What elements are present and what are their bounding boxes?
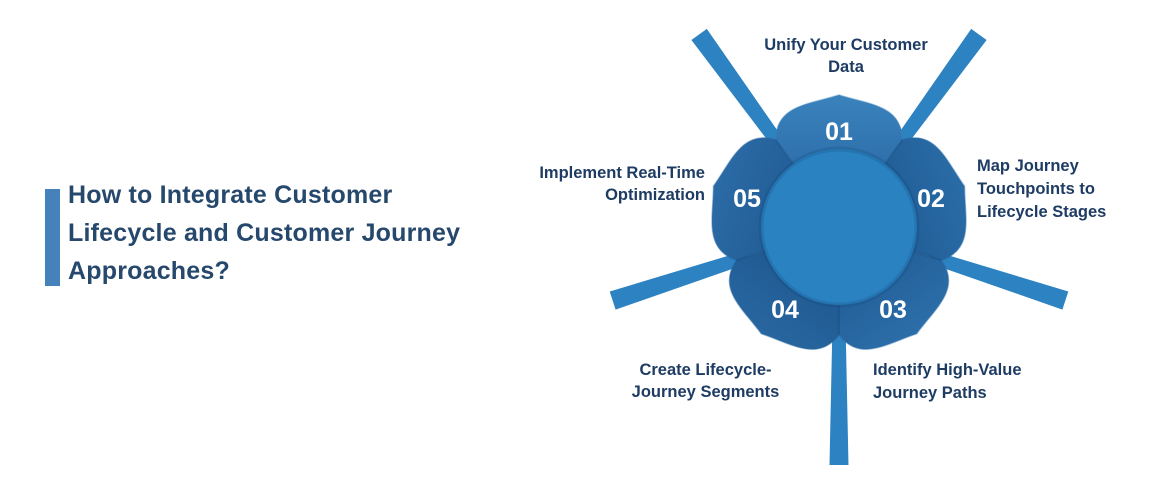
- step-1-label: Unify Your Customer Data: [731, 34, 961, 78]
- step-5-number: 05: [733, 185, 761, 213]
- ray-bottom: [829, 322, 849, 465]
- ray-upper-left: [691, 28, 789, 154]
- step-4-number: 04: [771, 296, 799, 324]
- step-5-label: Implement Real-Time Optimization: [490, 162, 705, 206]
- label-line: Create Lifecycle-: [639, 361, 772, 379]
- ray-upper-right: [889, 28, 987, 154]
- page-title: How to Integrate Customer Lifecycle and …: [68, 176, 460, 290]
- label-line: Journey Segments: [631, 383, 780, 401]
- center-circle: [758, 146, 920, 308]
- step-4-label: Create Lifecycle- Journey Segments: [593, 359, 818, 403]
- petal-02-edge-highlight: [902, 137, 967, 262]
- title-line: How to Integrate Customer: [68, 181, 393, 209]
- title-accent-bar: [45, 189, 60, 286]
- label-line: Map Journey: [977, 157, 1079, 175]
- label-line: Implement Real-Time: [539, 164, 705, 182]
- ray-lower-right: [927, 250, 1069, 310]
- step-numbers: 01 02 03 04 05: [733, 118, 945, 324]
- label-line: Identify High-Value: [873, 361, 1022, 379]
- label-line: Optimization: [605, 186, 705, 204]
- title-line: Lifecycle and Customer Journey: [68, 219, 461, 247]
- step-3-number: 03: [879, 296, 907, 324]
- step-3-label: Identify High-Value Journey Paths: [873, 359, 1093, 405]
- label-line: Journey Paths: [873, 384, 987, 402]
- label-line: Touchpoints to: [977, 180, 1095, 198]
- petal-01-edge-highlight: [774, 94, 904, 140]
- petal-04-edge-highlight: [728, 259, 840, 350]
- step-1-number: 01: [825, 118, 853, 146]
- rays-layer: [609, 28, 1069, 465]
- label-line: Lifecycle Stages: [977, 203, 1107, 221]
- label-line: Unify Your Customer: [764, 36, 928, 54]
- title-line: Approaches?: [68, 257, 230, 285]
- step-2-number: 02: [917, 185, 945, 213]
- step-2-label: Map Journey Touchpoints to Lifecycle Sta…: [977, 155, 1170, 224]
- ray-lower-left: [609, 250, 751, 310]
- label-line: Data: [828, 58, 864, 76]
- petal-05-edge-highlight: [711, 137, 776, 262]
- petal-03-edge-highlight: [838, 259, 950, 350]
